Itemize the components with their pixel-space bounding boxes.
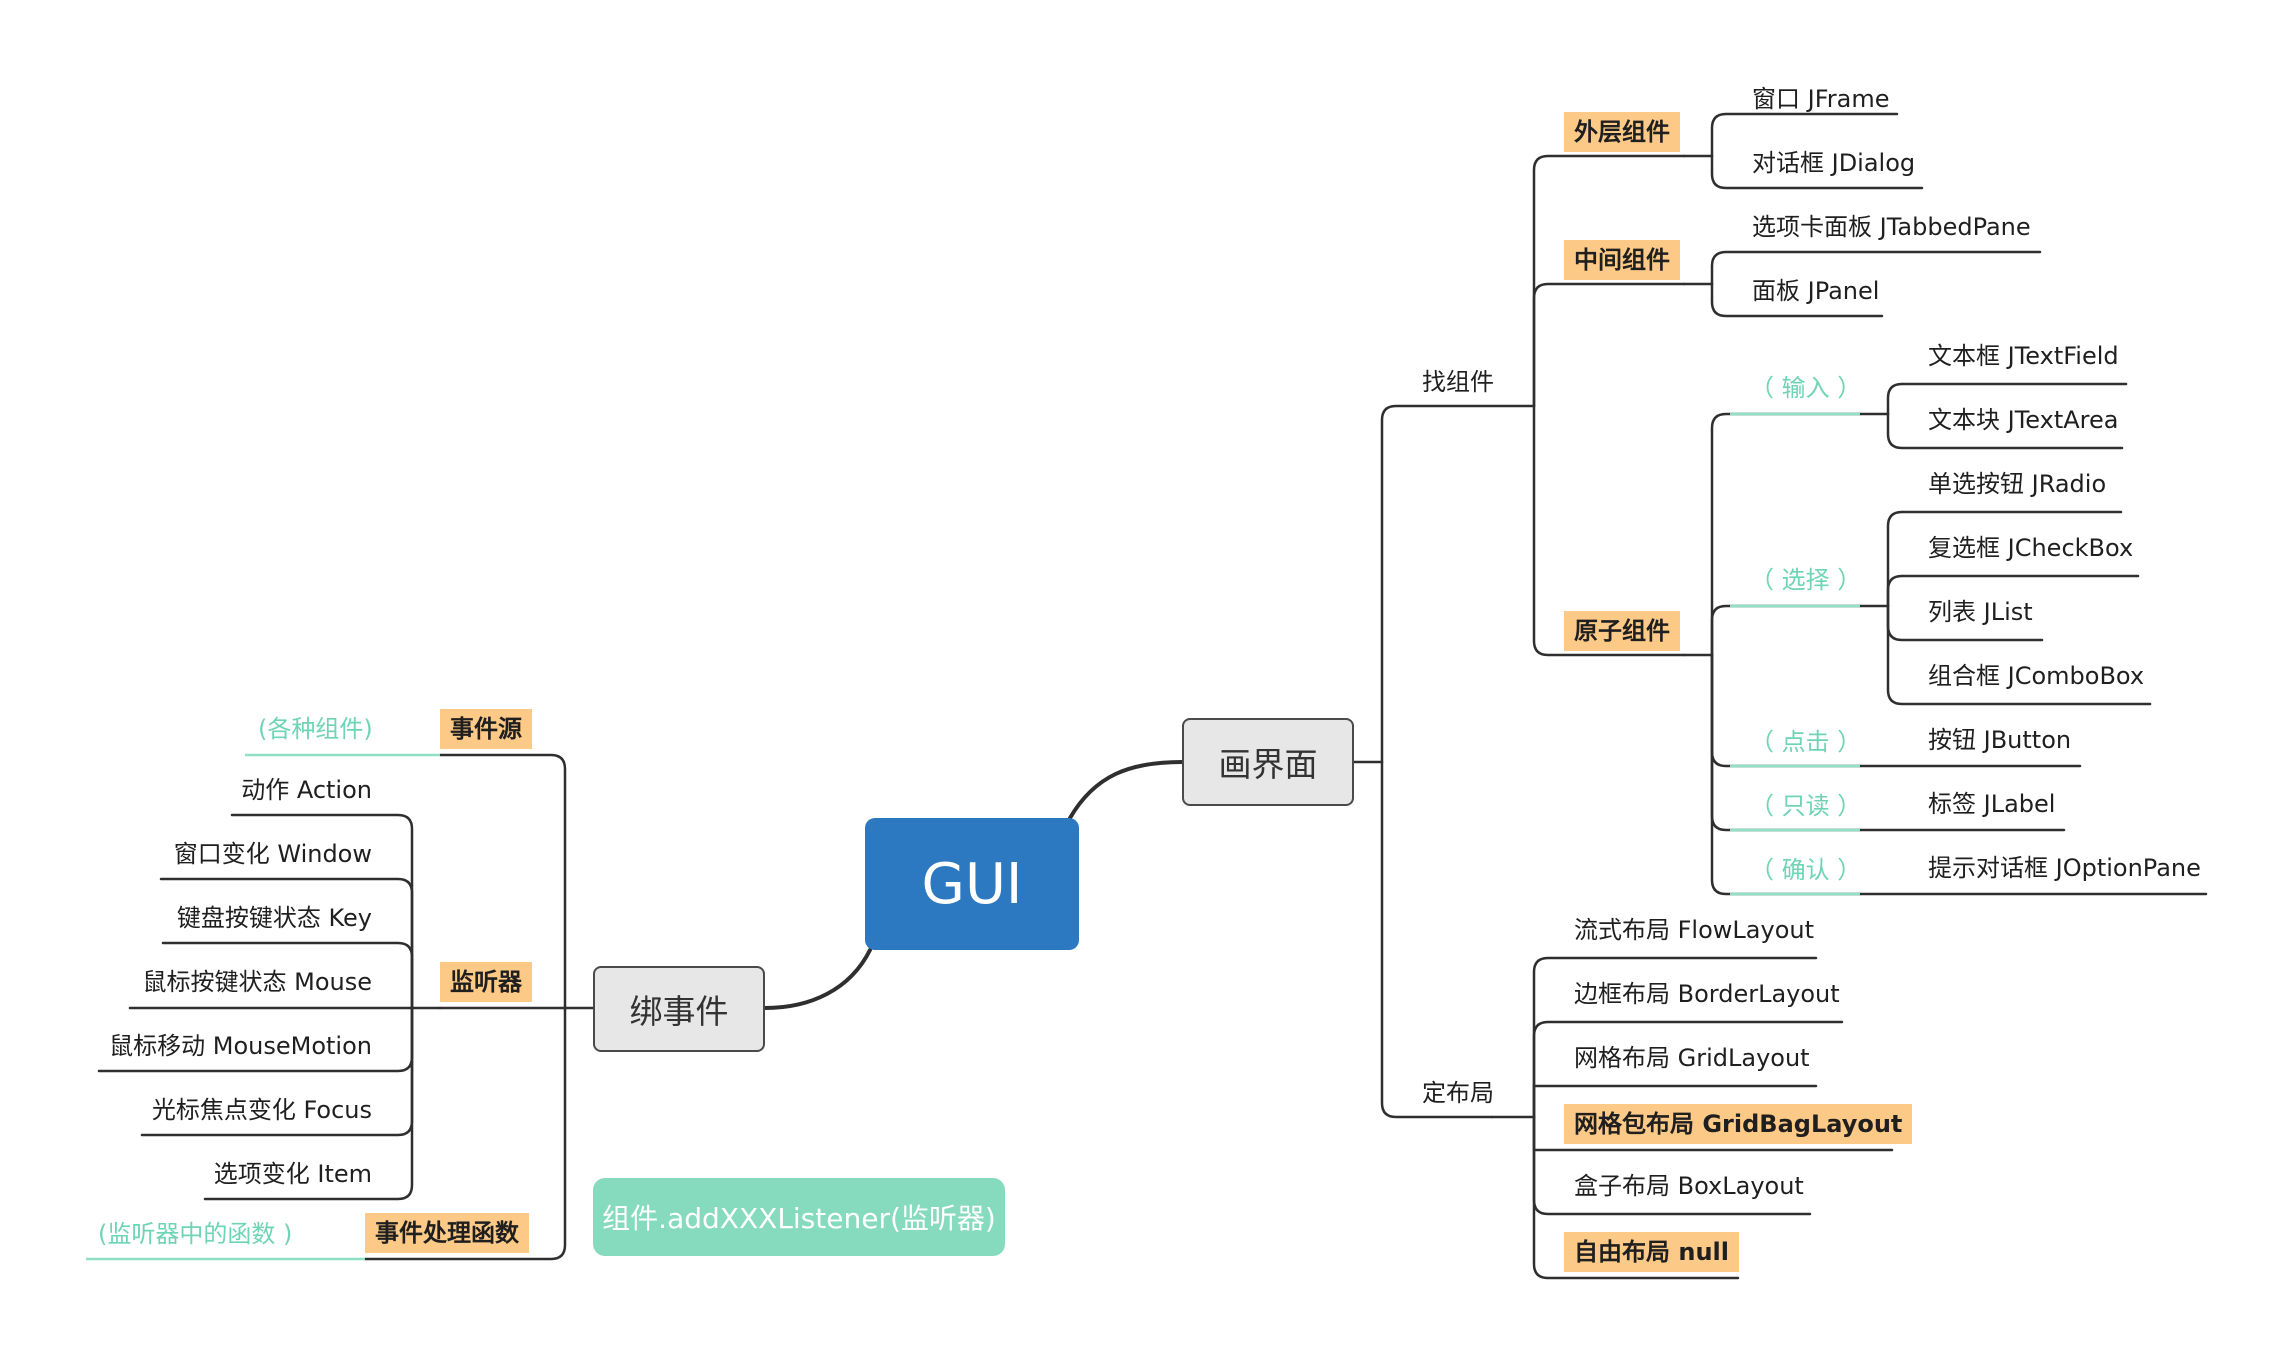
listener-item[interactable]: 窗口变化 Window (173, 840, 372, 868)
event-source-detail[interactable]: (各种组件) (258, 715, 373, 743)
find-components-label[interactable]: 找组件 (1422, 368, 1494, 396)
listener-item[interactable]: 动作 Action (241, 776, 372, 804)
listener-item[interactable]: 鼠标移动 MouseMotion (109, 1032, 372, 1060)
select-item[interactable]: 组合框 JComboBox (1928, 662, 2145, 690)
layout-item[interactable]: 盒子布局 BoxLayout (1574, 1172, 1804, 1200)
outer-item[interactable]: 窗口 JFrame (1752, 85, 1890, 113)
readonly-item[interactable]: 标签 JLabel (1928, 790, 2056, 818)
group-click-label[interactable]: （ 点击 ） (1750, 728, 1862, 756)
layout-item[interactable]: 边框布局 BorderLayout (1574, 980, 1840, 1008)
layout-item[interactable]: 网格布局 GridLayout (1574, 1044, 1810, 1072)
outer-components-label[interactable]: 外层组件 (1564, 112, 1680, 152)
click-item[interactable]: 按钮 JButton (1928, 726, 2072, 754)
listener-label[interactable]: 监听器 (440, 962, 532, 1002)
confirm-item[interactable]: 提示对话框 JOptionPane (1928, 854, 2201, 882)
layout-item-gridbag[interactable]: 网格包布局 GridBagLayout (1564, 1104, 1913, 1144)
group-input-label[interactable]: （ 输入 ） (1750, 374, 1862, 402)
layout-item-null[interactable]: 自由布局 null (1564, 1232, 1739, 1272)
event-source-label[interactable]: 事件源 (440, 709, 532, 749)
listener-item[interactable]: 光标焦点变化 Focus (151, 1096, 372, 1124)
code-note: 组件.addXXXListener(监听器) (593, 1178, 1005, 1256)
listener-item[interactable]: 键盘按键状态 Key (176, 904, 372, 932)
atomic-components-label[interactable]: 原子组件 (1564, 611, 1680, 651)
middle-item[interactable]: 选项卡面板 JTabbedPane (1752, 213, 2031, 241)
listener-item[interactable]: 鼠标按键状态 Mouse (142, 968, 373, 996)
group-confirm-label[interactable]: （ 确认 ） (1750, 856, 1862, 884)
layout-item[interactable]: 流式布局 FlowLayout (1574, 916, 1814, 944)
middle-components-label[interactable]: 中间组件 (1564, 240, 1680, 280)
select-item[interactable]: 列表 JList (1928, 598, 2033, 626)
select-item[interactable]: 复选框 JCheckBox (1928, 534, 2134, 562)
middle-item[interactable]: 面板 JPanel (1752, 277, 1880, 305)
group-select-label[interactable]: （ 选择 ） (1750, 566, 1862, 594)
input-item[interactable]: 文本框 JTextField (1928, 342, 2119, 370)
event-handler-detail[interactable]: (监听器中的函数 ) (98, 1220, 293, 1248)
topic-bind-events[interactable]: 绑事件 (593, 966, 765, 1052)
input-item[interactable]: 文本块 JTextArea (1928, 406, 2119, 434)
event-handler-label[interactable]: 事件处理函数 (365, 1213, 529, 1253)
topic-draw-ui[interactable]: 画界面 (1182, 718, 1354, 806)
select-item[interactable]: 单选按钮 JRadio (1928, 470, 2107, 498)
outer-item[interactable]: 对话框 JDialog (1752, 149, 1916, 177)
set-layout-label[interactable]: 定布局 (1422, 1079, 1494, 1107)
root-topic[interactable]: GUI (865, 818, 1079, 950)
group-readonly-label[interactable]: （ 只读 ） (1750, 792, 1862, 820)
listener-item[interactable]: 选项变化 Item (213, 1160, 372, 1188)
